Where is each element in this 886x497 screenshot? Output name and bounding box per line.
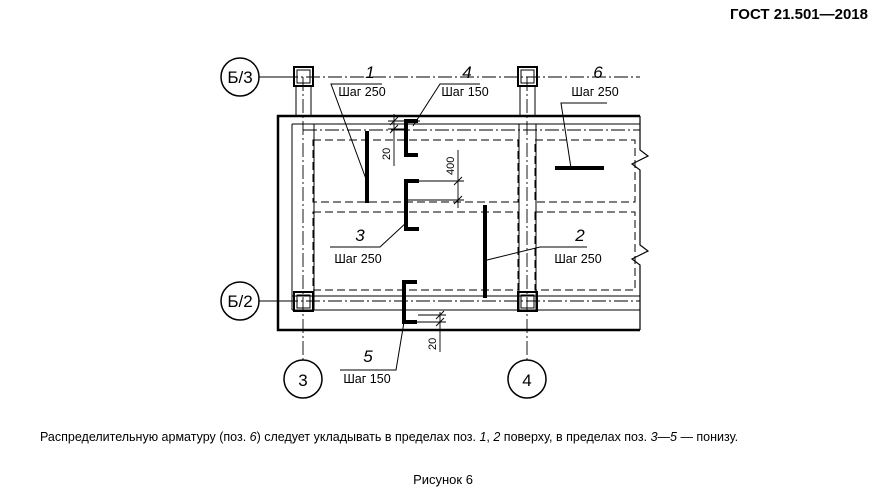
pos-6-step: Шаг 250 (571, 85, 618, 99)
rebar-pos-4 (404, 119, 418, 157)
note-part-1: Распределительную арматуру (поз. (40, 430, 250, 444)
note-part-3: , (486, 430, 494, 444)
rebars (365, 119, 604, 324)
note-part-5: — понизу. (676, 430, 739, 444)
rebar-pos-3 (404, 179, 419, 231)
dashed-panels (312, 139, 636, 291)
pos-4-step: Шаг 150 (441, 85, 488, 99)
position-labels: 1 Шаг 250 4 Шаг 150 6 Шаг 250 3 Шаг 250 … (334, 63, 618, 386)
note-ref-1: 1 (479, 430, 487, 444)
column-4-top (517, 66, 538, 87)
axis-label-b2: Б/2 (227, 292, 252, 311)
dimension-labels: 20 400 20 (381, 148, 457, 350)
axis-marker-b2: Б/2 (220, 281, 294, 321)
dim-20-top: 20 (381, 148, 393, 160)
pos-1-number: 1 (365, 63, 374, 82)
axis-marker-4: 4 (507, 359, 547, 399)
note-ref-6: 6 (249, 430, 257, 444)
note-part-2: ) следует укладывать в пределах поз. (256, 430, 480, 444)
column-3-bottom (293, 291, 314, 312)
pos-3-number: 3 (355, 226, 365, 245)
pos-3-step: Шаг 250 (334, 252, 381, 266)
axis-label-b3: Б/3 (227, 68, 252, 87)
reinforcement-drawing: Б/3 Б/2 3 4 1 Шаг 250 4 Шаг 150 6 Шаг (220, 57, 650, 399)
dim-400: 400 (445, 157, 457, 175)
pos-4-number: 4 (462, 63, 471, 82)
axis-label-3: 3 (298, 371, 307, 390)
axis-marker-3: 3 (283, 359, 323, 399)
pos-6-number: 6 (593, 63, 603, 82)
columns (293, 66, 538, 312)
axis-label-4: 4 (522, 371, 531, 390)
dimensions (388, 114, 464, 352)
axis-lines (262, 76, 640, 362)
note-ref-2: 2 (493, 430, 501, 444)
pos-2-step: Шаг 250 (554, 252, 601, 266)
column-4-bottom (517, 291, 538, 312)
axis-marker-b3: Б/3 (220, 57, 294, 97)
pos-2-number: 2 (574, 226, 585, 245)
pos-5-step: Шаг 150 (343, 372, 390, 386)
rebar-pos-5 (402, 280, 417, 324)
beam-lines (291, 123, 640, 311)
pos-1-step: Шаг 250 (338, 85, 385, 99)
figure-caption: Рисунок 6 (413, 472, 473, 487)
column-3-top (293, 66, 314, 87)
leaders (330, 83, 607, 371)
note-ref-3-5: 3—5 (650, 430, 677, 444)
dim-20-bottom: 20 (427, 338, 439, 350)
pos-5-number: 5 (363, 347, 373, 366)
note-text: Распределительную арматуру (поз. 6) след… (40, 430, 738, 444)
standard-header: ГОСТ 21.501—2018 (729, 6, 868, 23)
slab-outline (276, 114, 650, 332)
note-part-4: поверху, в пределах поз. (500, 430, 651, 444)
